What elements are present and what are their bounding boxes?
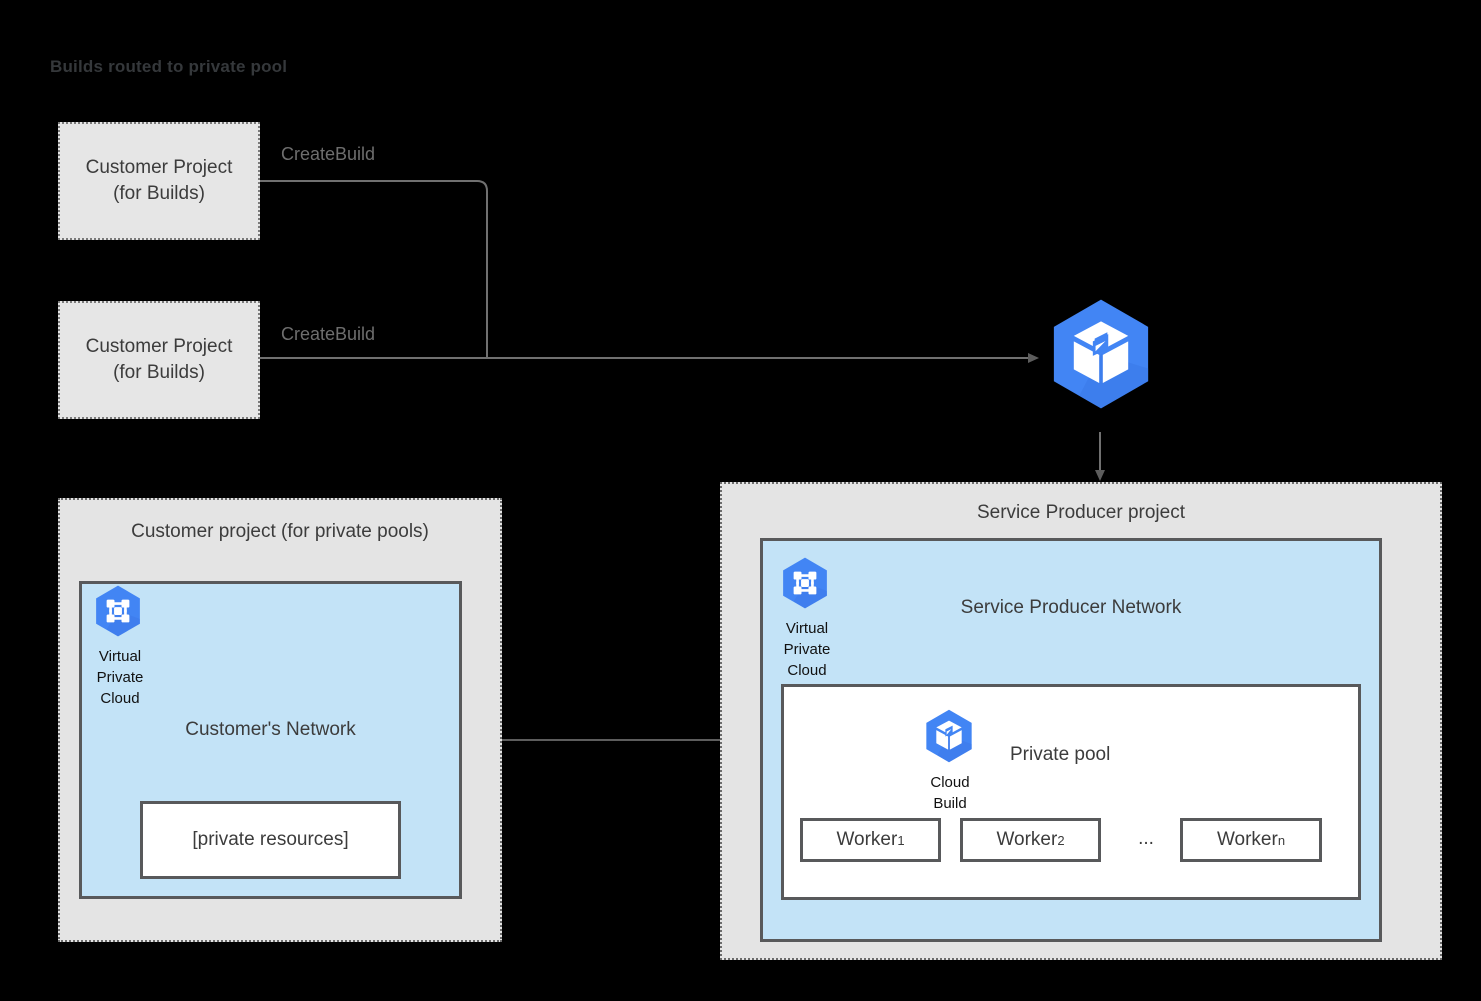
worker-n-subscript: n [1277, 832, 1286, 848]
service-producer-project-title: Service Producer project [976, 502, 1186, 523]
customer-build-project-1-line1: Customer Project [85, 157, 233, 178]
worker-1-subscript: 1 [897, 832, 905, 848]
private-pool-cloud-build-caption: Cloud Build [920, 772, 980, 814]
worker-2-subscript: 2 [1057, 832, 1065, 848]
cloud-build-caption-line1: Cloud [930, 774, 970, 791]
customer-build-project-2-line2: (for Builds) [113, 362, 205, 383]
customer-vpc-badge: Virtual Private Cloud [90, 583, 150, 709]
customer-build-project-2[interactable]: Customer Project (for Builds) [58, 301, 260, 419]
virtual-private-cloud-hexagon-icon [783, 557, 827, 609]
customer-vpc-caption-line3: Cloud [100, 690, 140, 707]
private-resources-box[interactable]: [private resources] [140, 801, 401, 879]
customer-private-pool-project-title: Customer project (for private pools) [131, 521, 429, 542]
cloud-build-caption-line2: Build [933, 795, 967, 812]
producer-vpc-badge: Virtual Private Cloud [777, 555, 837, 681]
customer-build-project-2-line1: Customer Project [85, 336, 233, 357]
producer-vpc-caption-line2: Private [783, 641, 831, 658]
customer-vpc-caption: Virtual Private Cloud [90, 646, 150, 709]
cloud-build-hexagon-icon[interactable] [1043, 296, 1159, 412]
private-pool-box [781, 684, 1361, 900]
customer-build-project-1[interactable]: Customer Project (for Builds) [58, 122, 260, 240]
worker-n-name: Worker [1216, 829, 1278, 850]
customer-vpc-caption-line2: Private [96, 669, 144, 686]
worker-2-name: Worker [996, 829, 1058, 850]
diagram-title: Builds routed to private pool [50, 57, 288, 76]
customer-build-project-1-line2: (for Builds) [113, 183, 205, 204]
workers-ellipsis: ... [1138, 828, 1154, 849]
customer-vpc-caption-line1: Virtual [98, 648, 142, 665]
virtual-private-cloud-hexagon-icon [96, 585, 140, 637]
producer-vpc-caption-line1: Virtual [785, 620, 829, 637]
service-producer-network-title: Service Producer Network [960, 597, 1182, 618]
customers-network-title: Customer's Network [185, 719, 356, 740]
producer-vpc-caption: Virtual Private Cloud [777, 618, 837, 681]
private-pool-cloud-build-badge: Cloud Build [920, 707, 980, 814]
producer-vpc-caption-line3: Cloud [787, 662, 827, 679]
private-pool-label: Private pool [1010, 744, 1111, 765]
cloud-build-hexagon-icon [926, 709, 972, 763]
worker-1-name: Worker [836, 829, 898, 850]
createbuild-label-2: CreateBuild [281, 324, 376, 344]
createbuild-label-1: CreateBuild [281, 144, 376, 164]
